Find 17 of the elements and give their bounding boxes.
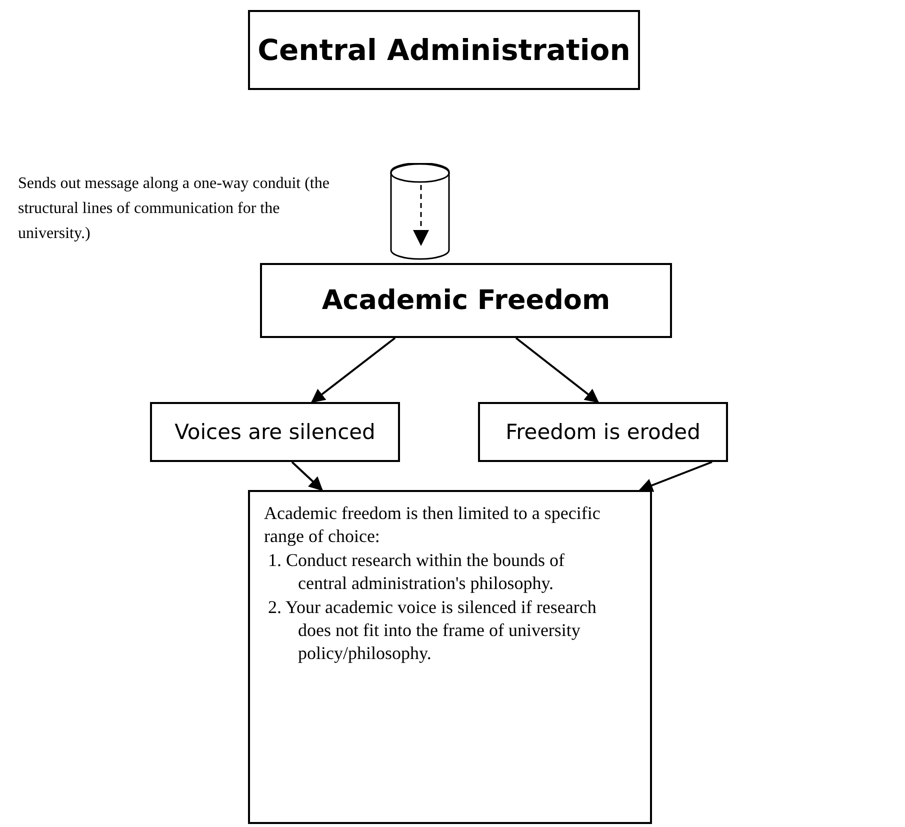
process-box	[150, 402, 400, 462]
process-box	[478, 402, 728, 462]
arrow	[310, 337, 396, 403]
box-heading: Academic freedom is then limited to a specific range of choice:	[264, 502, 602, 548]
arrow	[291, 461, 324, 491]
box-label: Voices are silenced	[174, 420, 376, 444]
text-box	[248, 490, 652, 824]
side-note: Sends out message along a one-way conduit (the structural lines of communication for the university.)	[18, 174, 330, 244]
list-item: 1. Conduct research within the bounds of central administration's philosophy.	[267, 548, 566, 596]
process-box	[260, 263, 672, 338]
box-label: Central Administration	[258, 33, 630, 67]
process-box	[248, 10, 640, 90]
arrow	[638, 461, 712, 492]
arrow	[515, 337, 600, 403]
box-label: Academic Freedom	[322, 285, 610, 316]
list-item: 2. Your academic voice is silenced if research does not fit into the frame of university policy/philosophy.	[267, 596, 598, 666]
box-label: Freedom is eroded	[506, 420, 700, 444]
